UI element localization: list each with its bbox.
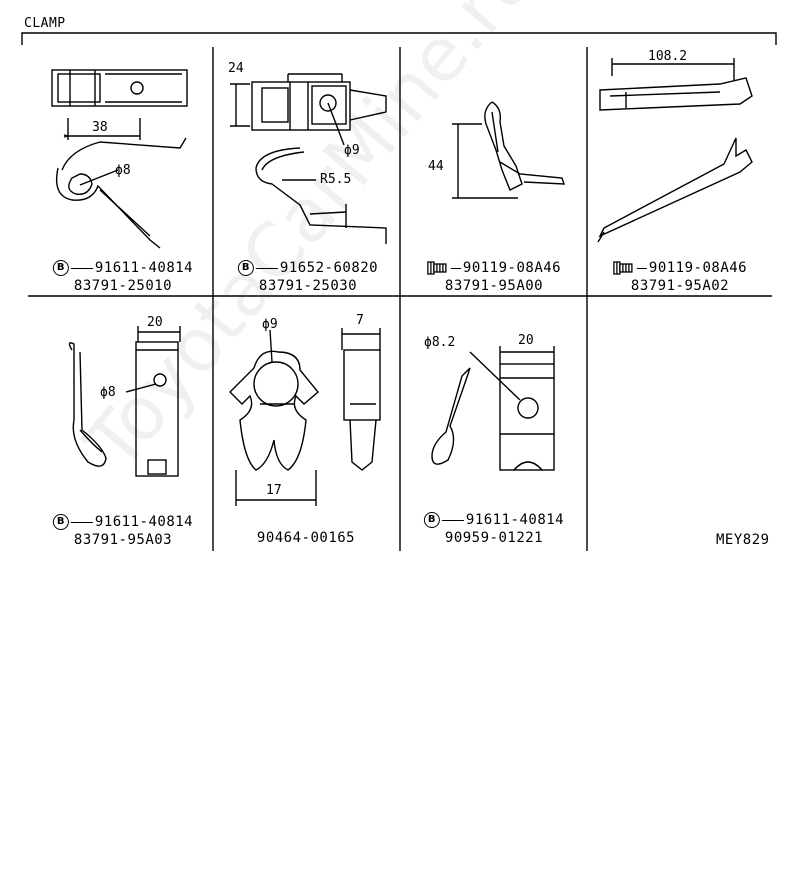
clamp-95A00-drawing — [452, 101, 565, 199]
cell-c6-labels: 90464-00165 — [257, 530, 355, 546]
part-number: 83791-95A03 — [73, 532, 173, 548]
clamp-95A02-drawing — [597, 58, 753, 243]
part-number: 83791-25030 — [258, 278, 358, 294]
dim-c2-1: ϕ9 — [344, 143, 360, 158]
part-number: 90464-00165 — [256, 530, 356, 546]
part-number: 83791-95A02 — [630, 278, 730, 294]
bolt-b-icon: B — [423, 512, 440, 528]
part-number: 90959-01221 — [444, 530, 544, 546]
clamp-25030-drawing — [230, 73, 387, 244]
dim-c6-0: ϕ9 — [262, 317, 278, 332]
cell-c1-labels: B 91611-40814 83791-25010 — [52, 260, 194, 294]
cell-c3-labels: 90119-08A46 83791-95A00 — [427, 260, 561, 294]
dim-c6-1: 7 — [356, 313, 364, 328]
part-number: 83791-95A00 — [444, 278, 544, 294]
fastener-pn: 91611-40814 — [94, 514, 194, 530]
dim-c7-0: ϕ8.2 — [424, 335, 456, 350]
screw-icon — [427, 261, 447, 275]
dim-c7-1: 20 — [518, 333, 534, 348]
cell-c2-labels: B 91652-60820 83791-25030 — [237, 260, 379, 294]
fastener-pn: 91611-40814 — [94, 260, 194, 276]
cell-c5-labels: B 91611-40814 83791-95A03 — [52, 514, 194, 548]
fastener-pn: 90119-08A46 — [462, 260, 562, 276]
dim-c4-0: 108.2 — [648, 49, 688, 64]
dim-c6-2: 17 — [266, 483, 282, 498]
fastener-pn: 91611-40814 — [465, 512, 565, 528]
dim-c5-1: ϕ8 — [100, 385, 116, 400]
bolt-b-icon: B — [52, 260, 69, 276]
clamp-01221-drawing — [431, 346, 555, 471]
part-number: 83791-25010 — [73, 278, 173, 294]
screw-icon — [613, 261, 633, 275]
bolt-b-icon: B — [52, 514, 69, 530]
diagram-code: MEY829 — [716, 532, 770, 548]
clamp-25010-drawing — [51, 69, 188, 249]
cell-c4-labels: 90119-08A46 83791-95A02 — [613, 260, 747, 294]
fastener-pn: 91652-60820 — [279, 260, 379, 276]
fastener-pn: 90119-08A46 — [648, 260, 748, 276]
bolt-b-icon: B — [237, 260, 254, 276]
dim-c5-0: 20 — [147, 315, 163, 330]
clamp-95A03-drawing — [68, 326, 181, 477]
dim-c1-1: ϕ8 — [115, 163, 131, 178]
dim-c1-0: 38 — [92, 120, 108, 135]
dim-c2-0: 24 — [228, 61, 244, 76]
dim-c3-0: 44 — [428, 159, 444, 174]
dim-c2-2: R5.5 — [320, 172, 352, 187]
cell-c7-labels: B 91611-40814 90959-01221 — [423, 512, 565, 546]
clip-90464-drawing — [229, 328, 381, 506]
diagram-title: CLAMP — [24, 16, 66, 31]
